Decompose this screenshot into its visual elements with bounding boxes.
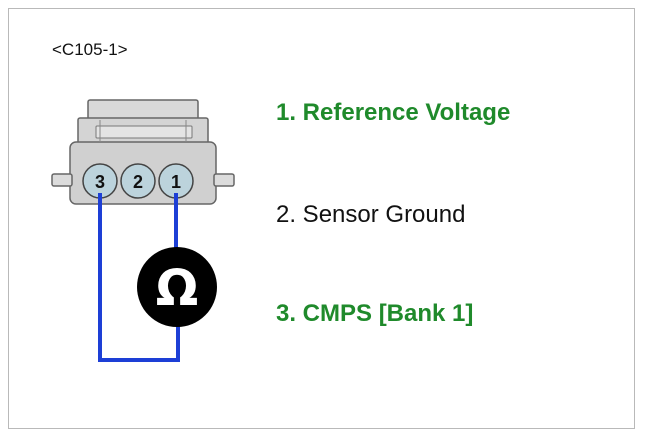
pin-2-description: 2. Sensor Ground (276, 201, 466, 228)
pin-3: 3 (82, 163, 118, 199)
pin-3-description: 3. CMPS [Bank 1] (276, 300, 474, 327)
wire-pin-3 (98, 193, 180, 362)
pin-1: 1 (158, 163, 194, 199)
pin-2-label: 2 (133, 172, 143, 192)
pin-2: 2 (120, 163, 156, 199)
ohmmeter-icon: Ω (137, 247, 217, 327)
connector-id-label: <C105-1> (52, 40, 128, 59)
pin-1-label: 1 (171, 172, 181, 192)
ohm-symbol: Ω (156, 259, 199, 317)
pin-3-label: 3 (95, 172, 105, 192)
pin-1-description: 1. Reference Voltage (276, 99, 511, 126)
